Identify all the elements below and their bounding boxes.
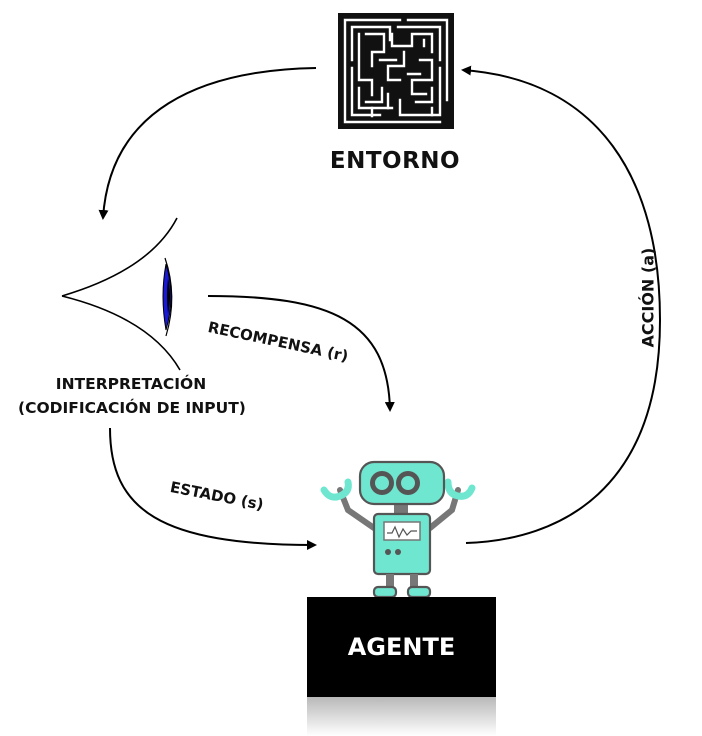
robot-icon — [320, 460, 476, 599]
arrow-environment-to-eye — [98, 67, 317, 220]
interpretation-label-line2: (CODIFICACIÓN DE INPUT) — [18, 399, 246, 417]
agent-label: AGENTE — [347, 633, 456, 661]
interpretation-label: INTERPRETACIÓN (CODIFICACIÓN DE INPUT) — [18, 372, 246, 420]
agent-box-reflection — [307, 697, 496, 736]
maze-icon — [338, 13, 454, 129]
agent-box — [307, 597, 496, 697]
action-edge-label: ACCIÓN (a) — [638, 247, 658, 348]
arrow-action — [461, 65, 662, 544]
environment-label: ENTORNO — [329, 148, 461, 174]
arrow-state — [109, 427, 317, 550]
interpretation-label-line1: INTERPRETACIÓN — [55, 375, 207, 393]
arrow-reward — [207, 295, 395, 412]
eye-icon — [61, 217, 181, 371]
